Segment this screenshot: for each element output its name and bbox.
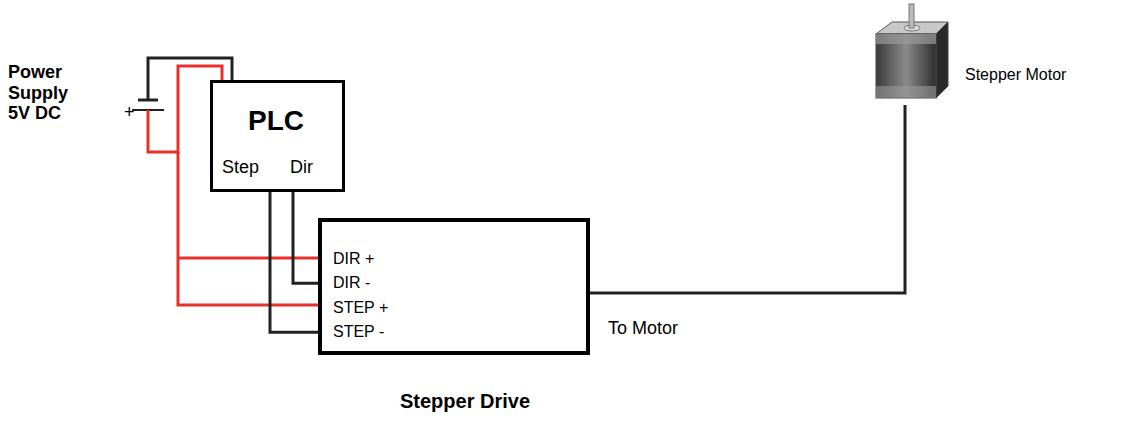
pin-name: DIR - xyxy=(333,274,370,292)
pin-name: DIR + xyxy=(333,250,374,268)
battery-symbol xyxy=(132,100,164,110)
stepper-drive-box: DIR +DIR -STEP +STEP -Stepper Drive xyxy=(318,218,590,355)
stepper-motor-picture xyxy=(876,4,948,98)
polarity-sign: + xyxy=(124,102,135,123)
signal-wire xyxy=(590,105,905,293)
pin-name: Dir xyxy=(290,157,313,178)
supply-wire xyxy=(178,257,326,260)
wire-label: To Motor xyxy=(608,318,678,339)
motor-label: Stepper Motor xyxy=(965,66,1066,84)
plc-box: PLC Step Dir xyxy=(210,80,345,192)
supply-wire xyxy=(178,152,326,305)
pin-name: STEP + xyxy=(333,299,388,317)
power-supply-label: Power Supply 5V DC xyxy=(8,62,86,124)
pin-name: STEP - xyxy=(333,323,384,341)
signal-wire xyxy=(293,192,318,283)
signal-wire xyxy=(270,192,318,332)
pin-name: Step xyxy=(222,157,259,178)
stepper-motor-node: Stepper Motor xyxy=(865,12,1095,105)
plc-title: PLC xyxy=(248,105,304,137)
drive-title: Stepper Drive xyxy=(400,390,530,413)
